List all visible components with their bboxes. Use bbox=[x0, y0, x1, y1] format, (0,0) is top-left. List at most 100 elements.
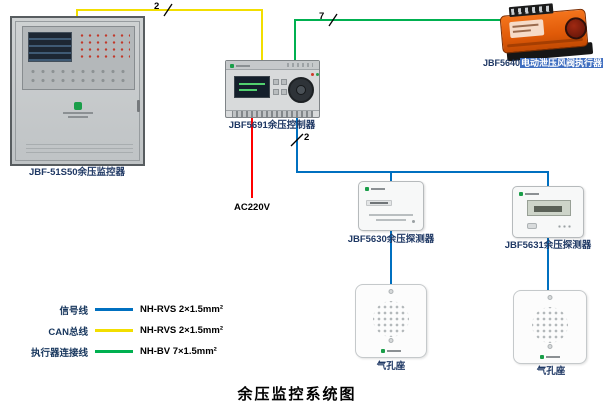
lcd-digits bbox=[534, 206, 562, 212]
logo-text-bar bbox=[525, 193, 539, 195]
detector-5630-label: JBF5630余压探测器 bbox=[347, 234, 435, 245]
controller-label: JBF5691余压控制器 bbox=[228, 120, 316, 131]
damper-actuator-device bbox=[499, 0, 594, 64]
monitor-panel-label: JBF-51S50余压监控器 bbox=[28, 167, 126, 178]
pressure-detector-5631 bbox=[512, 186, 584, 238]
cabinet-button-grid bbox=[28, 67, 131, 87]
logo-text-bar bbox=[387, 350, 401, 352]
legend-row-can-bus: CAN总线 NH-RVS 2×1.5mm² bbox=[8, 320, 223, 341]
air-seat-2-label: 气孔座 bbox=[536, 366, 566, 377]
signal-line-sample-icon bbox=[95, 308, 133, 311]
nameplate-text-bar bbox=[512, 23, 539, 28]
can-bus-wire-count: 2 bbox=[154, 1, 160, 12]
signal-wire-count-tick bbox=[290, 133, 304, 147]
logo-text-bar bbox=[236, 65, 250, 67]
actuator-label: JBF5640电动泄压风阀执行器 bbox=[482, 58, 604, 68]
screw-icon bbox=[388, 338, 394, 343]
brand-logo-icon bbox=[62, 102, 93, 118]
screw-icon bbox=[388, 289, 394, 294]
controller-button bbox=[281, 89, 287, 95]
detector-5631-label: JBF5631余压探测器 bbox=[504, 240, 592, 251]
actuator-terminal-pins bbox=[510, 5, 552, 15]
logo-text-bar bbox=[546, 356, 560, 358]
legend-signal-name: 信号线 bbox=[59, 305, 88, 317]
signal-wire-main bbox=[296, 118, 549, 186]
dpad-center-button bbox=[296, 85, 306, 95]
pressure-controller-device bbox=[225, 60, 320, 118]
air-seat-1-label: 气孔座 bbox=[376, 361, 406, 372]
air-hole-seat-1 bbox=[355, 284, 427, 358]
logo-mark bbox=[73, 102, 82, 110]
legend-row-actuator: 执行器连接线 NH-BV 7×1.5mm² bbox=[8, 341, 223, 362]
brand-logo-icon bbox=[365, 187, 385, 191]
controller-led-green bbox=[316, 73, 319, 76]
detector-button bbox=[527, 223, 537, 229]
detector-window bbox=[366, 200, 392, 206]
can-bus-wire bbox=[76, 9, 263, 60]
legend-actuator-spec: NH-BV 7×1.5mm² bbox=[140, 346, 217, 357]
actuator-model-text: JBF5640 bbox=[482, 58, 521, 68]
can-wire-count-tick bbox=[163, 3, 173, 17]
legend-can-spec: NH-RVS 2×1.5mm² bbox=[140, 325, 223, 336]
controller-button bbox=[281, 79, 287, 85]
cabinet-handle bbox=[137, 100, 140, 112]
diagram-title: 余压监控系统图 bbox=[237, 386, 357, 403]
cabinet-door bbox=[15, 21, 140, 161]
cabinet-control-panel bbox=[22, 26, 135, 90]
detector-lcd bbox=[527, 200, 571, 216]
legend-can-name: CAN总线 bbox=[48, 326, 88, 338]
controller-led-red bbox=[311, 73, 314, 76]
cabinet-indicator-leds bbox=[78, 32, 130, 62]
brand-logo-icon bbox=[230, 64, 250, 68]
controller-button bbox=[273, 79, 279, 85]
logo-text-bar bbox=[67, 116, 88, 118]
cabinet-display-screen bbox=[28, 32, 72, 62]
monitor-panel-cabinet bbox=[10, 16, 145, 166]
logo-mark bbox=[540, 355, 544, 359]
actuator-nameplate bbox=[509, 19, 545, 39]
detector-indicator-dot bbox=[412, 220, 415, 223]
actuator-name-text: 电动泄压风阀执行器 bbox=[520, 58, 604, 68]
actuator-wire-count-tick bbox=[328, 13, 338, 27]
lcd-text-line bbox=[239, 89, 257, 91]
actuator-line-sample-icon bbox=[95, 350, 133, 353]
logo-mark bbox=[381, 349, 385, 353]
pressure-detector-5630 bbox=[358, 181, 424, 231]
screw-icon bbox=[547, 344, 553, 349]
screw-icon bbox=[547, 295, 553, 300]
controller-terminal-strip bbox=[226, 110, 319, 117]
air-hole-grid bbox=[373, 300, 409, 337]
controller-vents bbox=[287, 63, 313, 67]
cabinet-vent bbox=[26, 144, 133, 154]
legend-signal-spec: NH-RVS 2×1.5mm² bbox=[140, 304, 223, 315]
logo-text-bar bbox=[371, 188, 385, 190]
controller-lcd bbox=[234, 76, 270, 98]
power-label: AC220V bbox=[234, 202, 270, 213]
actuator-connection-wire bbox=[294, 19, 518, 60]
lcd-text-line bbox=[239, 83, 265, 85]
controller-button bbox=[273, 89, 279, 95]
logo-mark bbox=[519, 192, 523, 196]
brand-logo-icon bbox=[381, 349, 401, 353]
detector-text-bar bbox=[376, 219, 406, 221]
controller-dpad bbox=[288, 77, 314, 103]
detector-slit bbox=[370, 202, 388, 204]
detector-sound-holes bbox=[557, 225, 573, 228]
legend: 信号线 NH-RVS 2×1.5mm² CAN总线 NH-RVS 2×1.5mm… bbox=[8, 299, 223, 362]
actuator-stripe bbox=[507, 37, 583, 48]
actuator-wire-count: 7 bbox=[319, 11, 325, 22]
legend-row-signal: 信号线 NH-RVS 2×1.5mm² bbox=[8, 299, 223, 320]
air-hole-grid bbox=[532, 306, 568, 343]
can-bus-line-sample-icon bbox=[95, 329, 133, 332]
nameplate-text-bar bbox=[512, 29, 531, 33]
logo-text-bar bbox=[62, 112, 93, 114]
air-hole-seat-2 bbox=[513, 290, 587, 364]
signal-wire-count: 2 bbox=[304, 132, 310, 143]
brand-logo-icon bbox=[540, 355, 560, 359]
legend-actuator-name: 执行器连接线 bbox=[30, 347, 88, 359]
logo-mark bbox=[365, 187, 369, 191]
controller-top-band bbox=[226, 61, 319, 70]
detector-text-bar bbox=[369, 214, 413, 216]
